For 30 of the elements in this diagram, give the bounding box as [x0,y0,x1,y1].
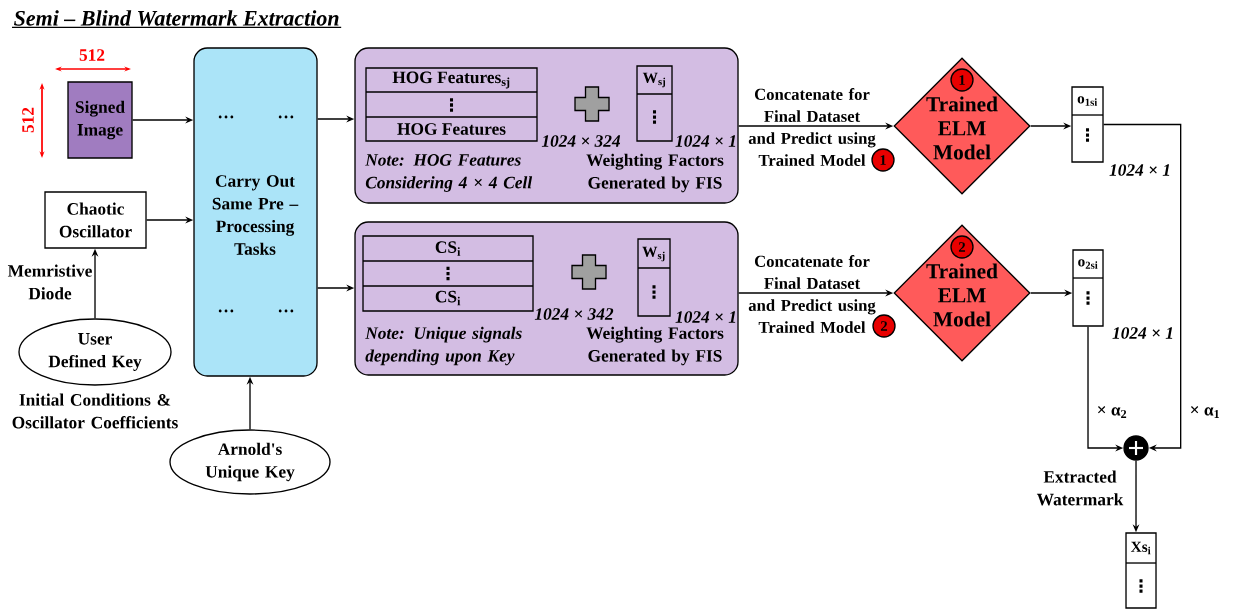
dimension-label: 1024 × 324 [541,135,621,147]
number-badge: 2 [872,314,896,338]
vector-column: Xs$_{i}$ ⋮ [1125,532,1157,609]
number-badge: 1 [950,68,974,92]
vector-column: W$_{sj}$ ⋮ [636,65,673,142]
edge-label: Extracted Watermark [1036,470,1124,506]
edge-label: × α$_{1}$ [1191,406,1219,418]
dimension-label: 1024 × 1 [675,135,736,147]
caption-text: Initial Conditions & Oscillator Coefficients [12,393,178,429]
edge-label: Memristive Diode [7,264,92,300]
arrow [1103,123,1182,452]
dimension-label: 512 [79,49,105,61]
dimension-label: 512 [22,107,34,133]
dimension-label: 1024 × 1 [1109,164,1170,176]
image-box: Signed Image [67,81,133,159]
vector-column: o$_{1si}$ ⋮ [1071,86,1104,163]
number-badge: 2 [950,235,974,259]
dimension-label: 1024 × 342 [534,308,614,320]
sum-symbol [1123,435,1149,461]
dimension-label: 1024 × 1 [1112,327,1173,339]
vector-column: W$_{sj}$ ⋮ [637,238,671,317]
process-box: Chaotic Oscillator [44,191,147,249]
dimension-label: 1024 × 1 [675,311,736,323]
feature-matrix: CS$_{i}$ ⋮ CS$_{i}$ [362,235,534,312]
title: Semi – Blind Watermark Extraction [11,10,342,29]
process-box: … … Carry Out Same Pre – Processing Tasks … … [193,47,318,377]
edge-label: × α$_{2}$ [1098,406,1127,418]
vector-column: o$_{2si}$ ⋮ [1072,249,1104,327]
feature-matrix: HOG Features$_{sj}$ ⋮ HOG Features [365,67,538,142]
number-badge: 1 [871,148,895,172]
